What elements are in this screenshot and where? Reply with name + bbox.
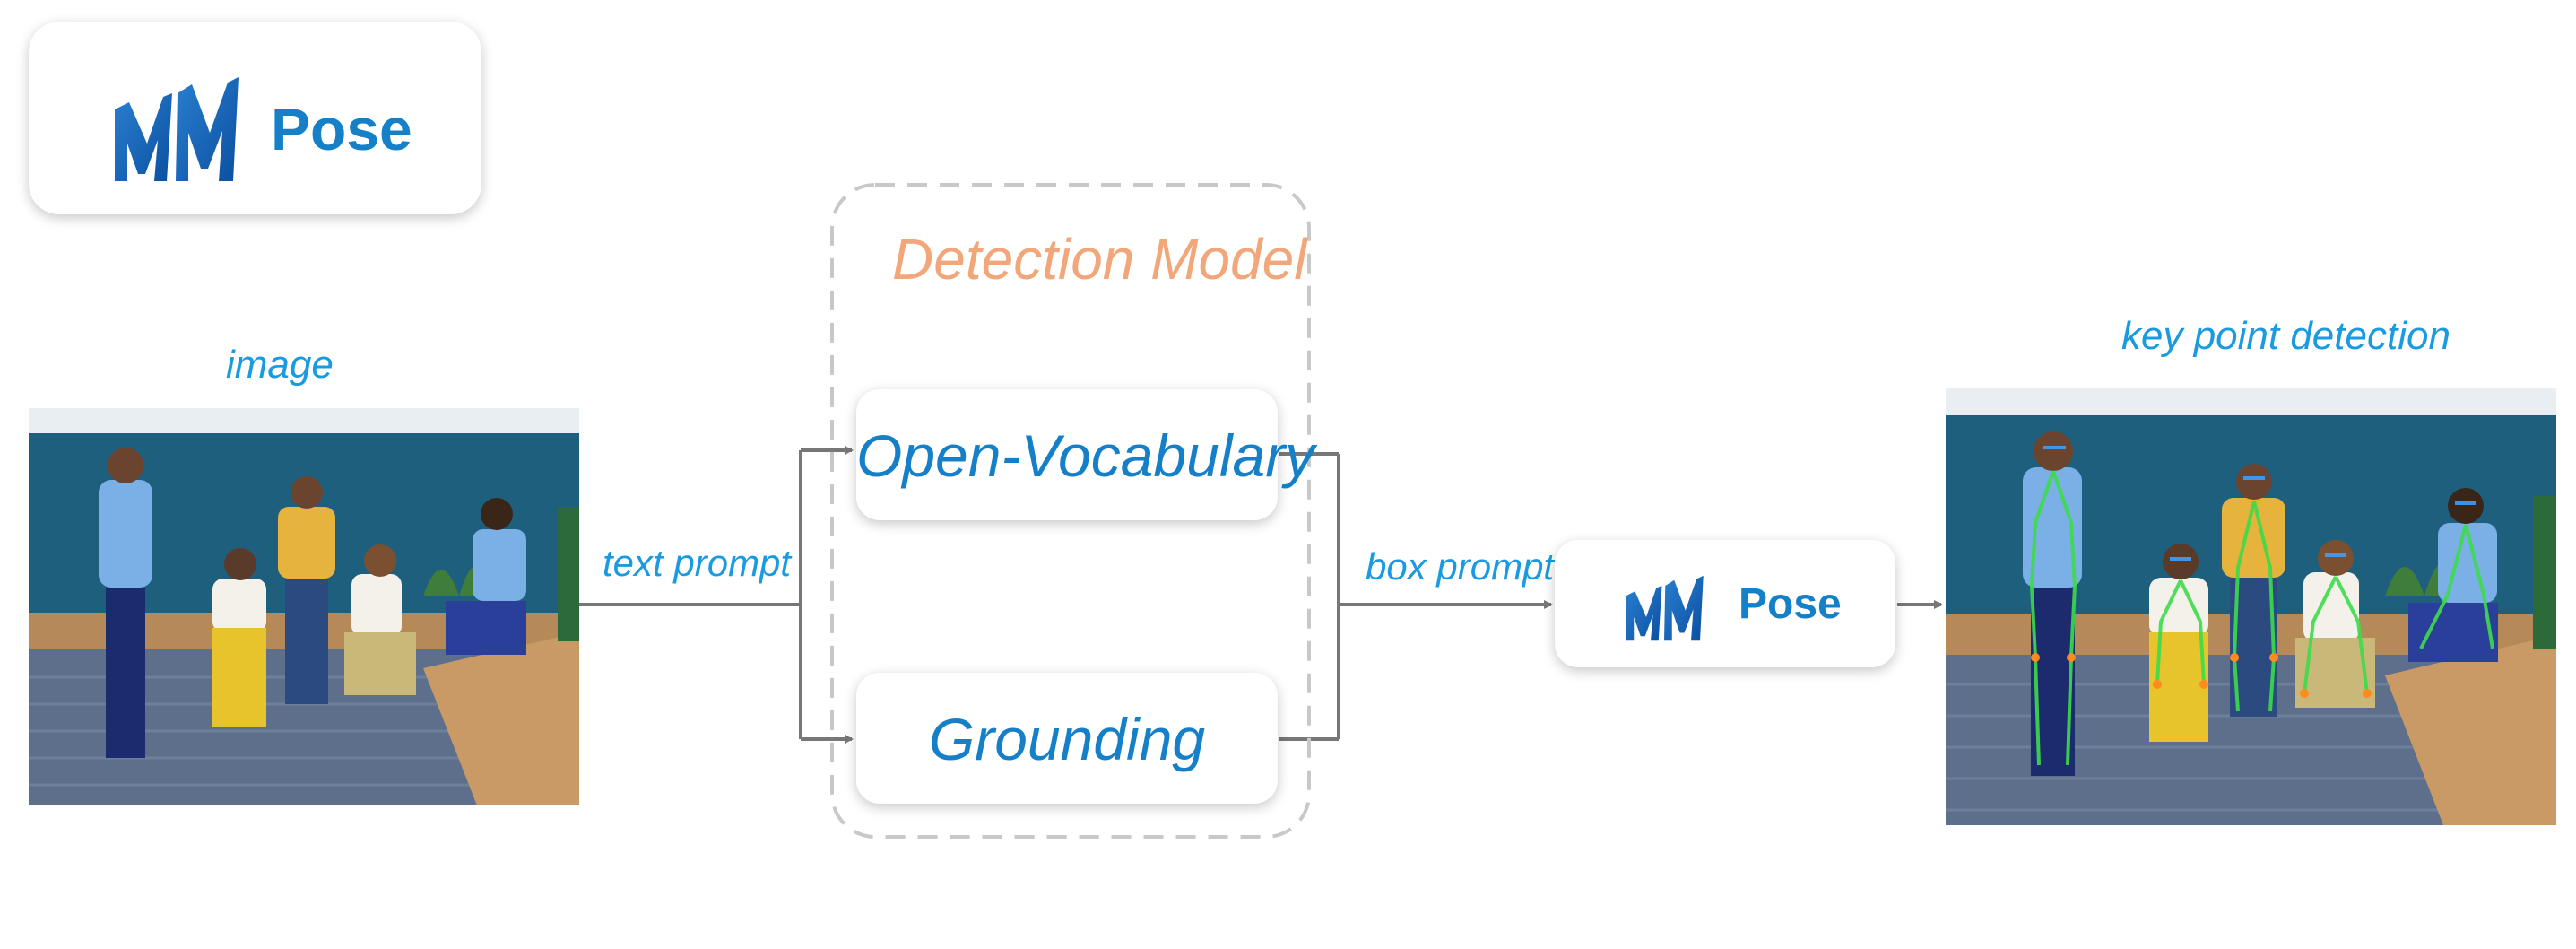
box-prompt-label: box prompt bbox=[1366, 545, 1555, 588]
grounding-label: Grounding bbox=[928, 706, 1206, 772]
key-point-detection-label: key point detection bbox=[2121, 314, 2450, 358]
image-label: image bbox=[226, 343, 334, 387]
mmpose-box-pose-text: Pose bbox=[1739, 580, 1842, 628]
text-prompt-label: text prompt bbox=[603, 542, 792, 584]
mm-logo-icon-small bbox=[1626, 575, 1704, 641]
open-vocabulary-label: Open-Vocabulary bbox=[856, 422, 1315, 489]
mm-logo-icon bbox=[115, 77, 239, 181]
mmpose-model-box: Pose bbox=[1555, 540, 1895, 667]
logo-pose-text: Pose bbox=[271, 96, 412, 162]
grounding-model-box: Grounding bbox=[856, 673, 1278, 804]
detection-model-title: Detection Model bbox=[892, 227, 1307, 292]
open-vocabulary-model-box: Open-Vocabulary bbox=[856, 389, 1315, 520]
mmpose-logo-card: Pose bbox=[29, 22, 481, 214]
keypoint-output-image bbox=[1946, 388, 2556, 825]
input-image bbox=[29, 408, 579, 805]
